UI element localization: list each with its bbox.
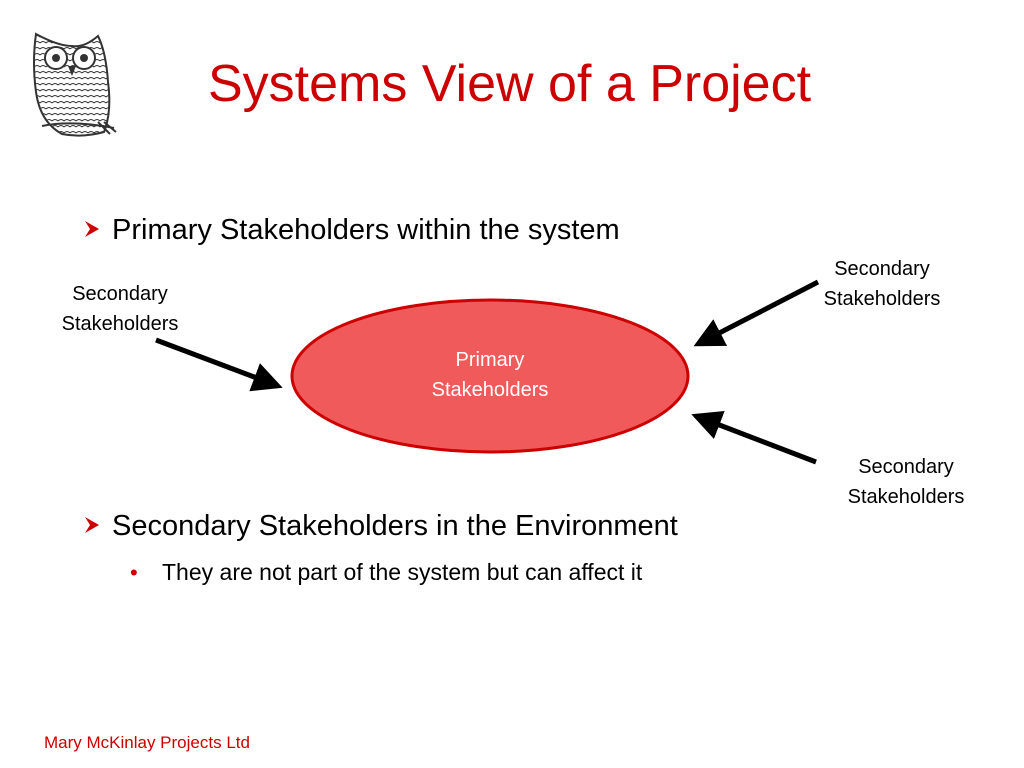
bullet-text: Primary Stakeholders within the system	[112, 214, 620, 246]
arrowhead-bullet-icon	[82, 219, 112, 239]
secondary-top-line1: Secondary	[834, 258, 930, 280]
primary-stakeholders-label: Primary Stakeholders	[400, 345, 580, 405]
secondary-stakeholders-top-right: Secondary Stakeholders	[804, 254, 960, 314]
primary-label-line2: Stakeholders	[431, 379, 549, 401]
secondary-stakeholders-bottom-right: Secondary Stakeholders	[828, 452, 984, 512]
primary-label-line1: Primary	[455, 349, 525, 371]
primary-stakeholders-ellipse	[290, 298, 690, 454]
arrow-bottom-right	[691, 410, 817, 465]
footer-company: Mary McKinlay Projects Ltd	[44, 733, 250, 752]
sub-bullet-text: They are not part of the system but can …	[162, 559, 643, 585]
secondary-left-line1: Secondary	[72, 283, 168, 305]
dot-bullet-icon: •	[130, 560, 138, 585]
arrow-top-right	[693, 279, 820, 347]
arrowhead-bullet-icon	[82, 515, 112, 535]
bullet-text: Secondary Stakeholders in the Environmen…	[112, 510, 678, 542]
secondary-bottom-line1: Secondary	[858, 456, 954, 478]
arrow-left	[155, 337, 283, 392]
bullet-primary-stakeholders: Primary Stakeholders within the system	[82, 214, 620, 247]
slide-title: Systems View of a Project	[208, 55, 812, 113]
bullet-secondary-stakeholders: Secondary Stakeholders in the Environmen…	[82, 510, 678, 543]
secondary-bottom-line2: Stakeholders	[847, 486, 965, 508]
sub-bullet-not-part-of-system: • They are not part of the system but ca…	[130, 559, 642, 586]
owl-logo-icon	[33, 32, 117, 137]
secondary-top-line2: Stakeholders	[823, 288, 941, 310]
secondary-left-line2: Stakeholders	[61, 313, 179, 335]
secondary-stakeholders-left: Secondary Stakeholders	[42, 279, 198, 339]
